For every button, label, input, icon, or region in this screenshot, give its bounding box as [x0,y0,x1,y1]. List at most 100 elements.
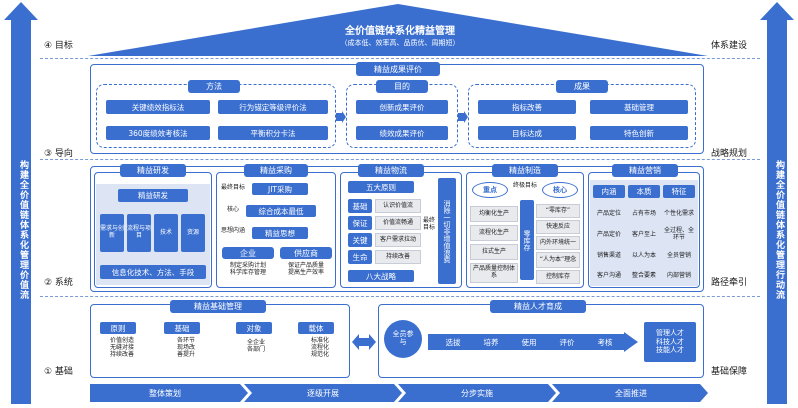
mfg-title: 精益制造 [492,164,558,177]
level-base: ① 基础 [44,367,73,377]
logistics-item-2: 客户需求拉动 [375,233,421,247]
purchase-thought: 精益思想 [252,227,308,239]
marketing-c1-1: 客户至上 [631,231,656,238]
talent-title: 精益人才育成 [490,300,586,313]
basic-d3: 标准化 流程化 规范化 [310,337,329,358]
top-title: 全价值链体系化精益管理 [345,26,455,37]
arrow-purpose-result [458,108,468,127]
level-guide: ③ 导向 [44,149,73,159]
method-title: 方法 [188,80,240,93]
logistics-item-1: 价值流畅通 [375,216,421,230]
basic-h1: 基础 [164,322,200,334]
mfg-left-1: 流程化生产 [470,225,518,241]
phase-1: 逐级开展 [307,389,339,398]
purchase-ent: 企业 [222,247,274,259]
purchase-jit: JIT采购 [252,183,308,195]
basic-panel [90,304,350,378]
talent-end: 管理人才 科技人才 技能人才 [644,322,696,362]
top-subtitle: （成本低、效率高、品质优、周期短） [340,39,460,47]
logistics-title: 精益物流 [358,164,424,177]
marketing-c0-3: 客户沟通 [596,272,621,279]
purpose-title: 目的 [376,80,428,93]
logistics-item-3: 持续改善 [375,250,421,264]
marketing-c0-0: 产品定位 [596,210,621,217]
result-title: 成果 [556,80,608,93]
mfg-right-0: “零库存” [536,204,580,218]
mfg-right-3: “人为本”理念 [536,252,580,268]
marketing-c2-2: 全员营销 [666,252,691,259]
talent-step-2: 使用 [521,338,537,347]
mfg-right-1: 快速反应 [536,220,580,234]
level-system: ② 系统 [44,278,73,288]
talent-step-4: 考核 [597,338,613,347]
basic-d2: 全企业 各部门 [246,339,265,353]
mfg-core: 核心 [553,186,567,194]
level-r-base: 基础保障 [711,367,748,377]
marketing-c2-0: 个性化需求 [663,210,694,217]
marketing-h0: 内涵 [593,185,625,198]
level-r-goal: 体系建设 [711,41,748,51]
result-feature: 特色创新 [590,126,688,140]
marketing-c1-3: 整合要素 [631,272,656,279]
result-improve: 指标改善 [478,100,576,114]
marketing-c2-1: 全过程、全环节 [663,227,694,241]
basic-title: 精益基础管理 [170,300,266,313]
logistics-tag-life: 生命 [348,250,372,264]
mfg-left-0: 均衡化生产 [470,206,518,222]
purchase-core: 综合成本最低 [246,205,316,217]
phase-2: 分步实施 [461,389,493,398]
method-bars: 行为锚定等级评价法 [218,100,328,114]
purchase-l1: 最终目标 [220,184,245,191]
marketing-c2-3: 内部营销 [666,272,691,279]
eval-title: 精益成果评价 [356,62,440,76]
logistics-target: 最终目标 [422,217,435,231]
level-goal: ④ 目标 [44,41,73,51]
marketing-c1-0: 占有市场 [631,210,656,217]
logistics-tag-ensure: 保证 [348,216,372,230]
left-side-label: 构建全价值链体系化管理价值流 [18,160,28,300]
talent-step-1: 培养 [483,338,499,347]
rd-head: 精益研发 [118,189,188,202]
rd-item-demand: 需求与创新 [100,214,124,252]
result-basic: 基础管理 [590,100,688,114]
right-side-label: 构建全价值链体系化管理行动流 [774,160,784,300]
talent-flow-arrow [428,332,638,356]
marketing-c0-2: 销售渠道 [596,252,621,259]
basic-h0: 原则 [100,322,136,334]
marketing-c1-2: 以人为本 [631,252,656,259]
logistics-vertical: 消除一切非增值浪费 [438,178,456,284]
left-arrow [4,2,38,404]
purchase-ent-desc: 制定采购计划 科学库存管理 [229,262,266,276]
purchase-title: 精益采购 [244,164,308,177]
mfg-right-4: 控制库存 [536,270,580,284]
method-360: 360度绩效考核法 [106,126,210,140]
logistics-tag-key: 关键 [348,233,372,247]
rd-item-process: 流程与项目 [127,214,151,252]
talent-step-0: 选拔 [445,338,461,347]
basic-h2: 对象 [236,322,272,334]
purchase-sup-desc: 保证产品质量 提高生产效率 [287,262,324,276]
marketing-title: 精益营销 [612,164,678,177]
phase-3: 全面推进 [615,389,647,398]
rd-item-resource: 资源 [181,214,205,252]
method-kpi: 关键绩效指标法 [106,100,210,114]
logistics-strategy: 八大战略 [348,270,414,282]
marketing-c0-1: 产品定价 [596,231,621,238]
logistics-item-0: 认识价值流 [375,199,421,213]
mfg-left-2: 拉式生产 [470,244,518,260]
level-r-system: 路径牵引 [711,278,748,288]
basic-h3: 载体 [298,322,334,334]
mfg-center: 零库存 [520,200,534,280]
mfg-focus: 重点 [483,186,497,194]
marketing-h2: 特征 [663,185,695,198]
method-bsc: 平衡积分卡法 [218,126,328,140]
basic-d0: 价值创造 无缝对接 持续改善 [109,337,134,358]
rd-foot: 信息化技术、方法、手段 [100,265,206,279]
right-arrow [760,2,794,404]
mfg-core-circle [542,182,578,198]
arrow-method-purpose [336,108,346,127]
double-arrow [352,334,376,354]
logistics-principle: 五大原则 [348,181,414,193]
phase-bar [90,384,708,402]
logistics-tag-basis: 基础 [348,199,372,213]
